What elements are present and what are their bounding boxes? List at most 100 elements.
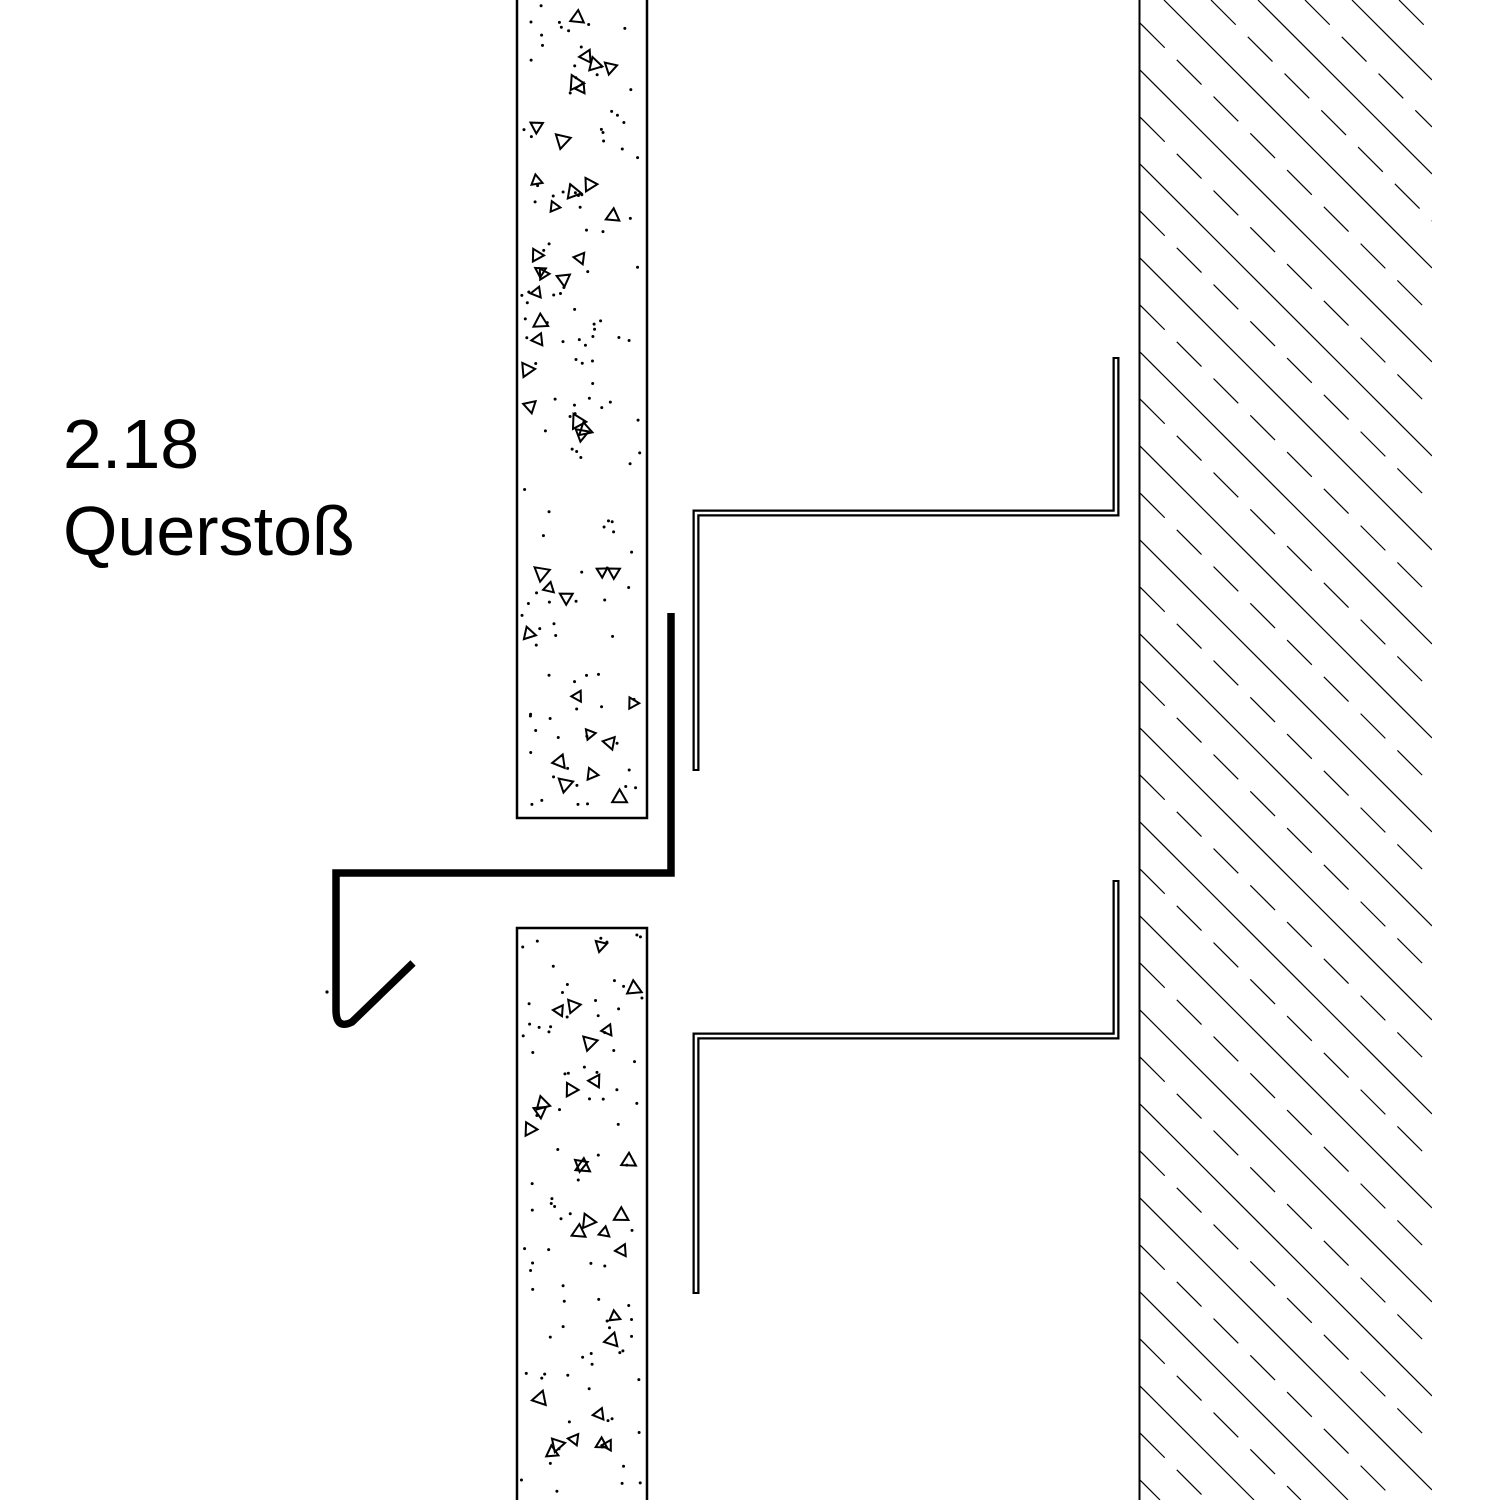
aggregate-dot xyxy=(577,338,581,342)
aggregate-dot xyxy=(537,1025,541,1029)
aggregate-dot xyxy=(535,939,539,943)
hatch-line-dashed xyxy=(1140,586,1432,880)
aggregate-dot xyxy=(617,336,621,340)
aggregate-dot xyxy=(590,359,594,363)
aggregate-dot xyxy=(612,1049,616,1053)
aggregate-dot xyxy=(534,361,538,365)
aggregate-dot xyxy=(527,1002,531,1006)
aggregate-dot xyxy=(602,525,606,529)
aggregate-stone xyxy=(587,55,605,72)
aggregate-dot xyxy=(593,327,597,331)
aggregate-dot xyxy=(636,418,640,422)
aggregate-dot xyxy=(533,200,537,204)
aggregate-dot xyxy=(585,673,589,677)
aggregate-dot xyxy=(573,64,577,68)
aggregate-dot xyxy=(630,1334,634,1338)
hatch-line-solid xyxy=(1140,351,1432,645)
aggregate-dot xyxy=(523,488,527,492)
aggregate-dot xyxy=(623,26,627,30)
aggregate-dot xyxy=(587,396,591,400)
aggregate-dot xyxy=(620,147,624,151)
aggregate-dot xyxy=(520,293,524,297)
aggregate-dot xyxy=(552,622,556,626)
aggregate-stone xyxy=(565,1081,581,1099)
aggregate-stone xyxy=(568,8,586,24)
aggregate-dot xyxy=(595,73,599,77)
aggregate-dot xyxy=(528,714,532,718)
aggregate-dot xyxy=(559,25,563,29)
aggregate-dot xyxy=(599,127,603,131)
aggregate-dot xyxy=(606,1419,610,1423)
aggregate-dot xyxy=(580,570,584,574)
aggregate-dot xyxy=(554,633,558,637)
aggregate-dot xyxy=(580,361,584,365)
aggregate-dot xyxy=(561,340,565,344)
aggregate-dot xyxy=(589,1352,593,1356)
hatch-line-dashed xyxy=(1304,0,1432,128)
aggregate-stone xyxy=(599,1022,613,1038)
aggregate-dot xyxy=(621,1349,625,1353)
wall-hatch xyxy=(1140,0,1432,1500)
aggregate-dot xyxy=(540,1376,544,1380)
aggregate-dot xyxy=(615,113,619,117)
aggregate-dot xyxy=(568,91,572,95)
aggregate-dot xyxy=(548,716,552,720)
aggregate-stone xyxy=(612,1205,631,1222)
hatch-line-solid xyxy=(1140,915,1432,1209)
aggregate-dot xyxy=(559,1217,563,1221)
aggregate-dot xyxy=(608,400,612,404)
aggregate-stone xyxy=(524,1120,540,1138)
hatch-line-solid xyxy=(1140,727,1432,1021)
aggregate-stone xyxy=(590,1406,605,1422)
hatch-line-dashed xyxy=(1140,680,1432,974)
aggregate-dot xyxy=(556,1148,560,1152)
aggregate-stone xyxy=(533,566,552,584)
aggregate-dot xyxy=(622,984,626,988)
aggregate-dot xyxy=(633,1060,637,1064)
aggregate-stone xyxy=(521,399,538,416)
hatch-line-solid xyxy=(1140,257,1432,551)
aggregate-dot xyxy=(589,1261,593,1265)
aggregate-dot xyxy=(630,1228,634,1232)
aggregate-dot xyxy=(520,613,524,617)
aggregate-stone xyxy=(596,1224,611,1238)
aggregate-stone xyxy=(529,1388,548,1407)
aggregate-stone xyxy=(606,567,622,581)
aggregate-dot xyxy=(531,1261,535,1265)
aggregate-dot xyxy=(558,1108,562,1112)
aggregate-dot xyxy=(600,406,604,410)
aggregate-dot xyxy=(530,1208,534,1212)
aggregate-dot xyxy=(630,550,634,554)
aggregate-stone xyxy=(566,998,583,1015)
aggregate-dot xyxy=(523,1247,527,1251)
aggregate-dot xyxy=(522,128,526,132)
aggregate-stone xyxy=(522,624,538,641)
aggregate-dot xyxy=(527,290,531,294)
aggregate-stone xyxy=(521,361,538,379)
aggregate-dot xyxy=(584,228,588,232)
aggregate-dot xyxy=(595,1070,599,1074)
hatch-line-solid xyxy=(1140,1291,1349,1500)
aggregate-stone xyxy=(566,182,584,200)
aggregate-dot xyxy=(563,1072,567,1076)
aggregate-stone xyxy=(557,777,575,795)
aggregate-dot xyxy=(548,1461,552,1465)
aggregate-dot xyxy=(525,336,529,340)
aggregate-stone xyxy=(531,247,546,264)
panel-upper-outline xyxy=(515,0,649,820)
aggregate-dot xyxy=(556,736,560,740)
joint-profile xyxy=(332,613,675,1028)
aggregate-dot xyxy=(586,270,590,274)
aggregate-dot xyxy=(618,1351,622,1355)
aggregate-dot xyxy=(637,1378,641,1382)
aggregate-dot xyxy=(561,190,565,194)
aggregate-stone xyxy=(599,1438,612,1453)
aggregate-dot xyxy=(601,230,605,234)
aggregate-dot xyxy=(610,109,614,113)
hatch-line-solid xyxy=(1140,1197,1432,1491)
aggregate-dot xyxy=(543,429,547,433)
aggregate-dot xyxy=(638,935,642,939)
aggregate-stone xyxy=(550,1437,568,1454)
aggregate-dot xyxy=(627,1304,631,1308)
